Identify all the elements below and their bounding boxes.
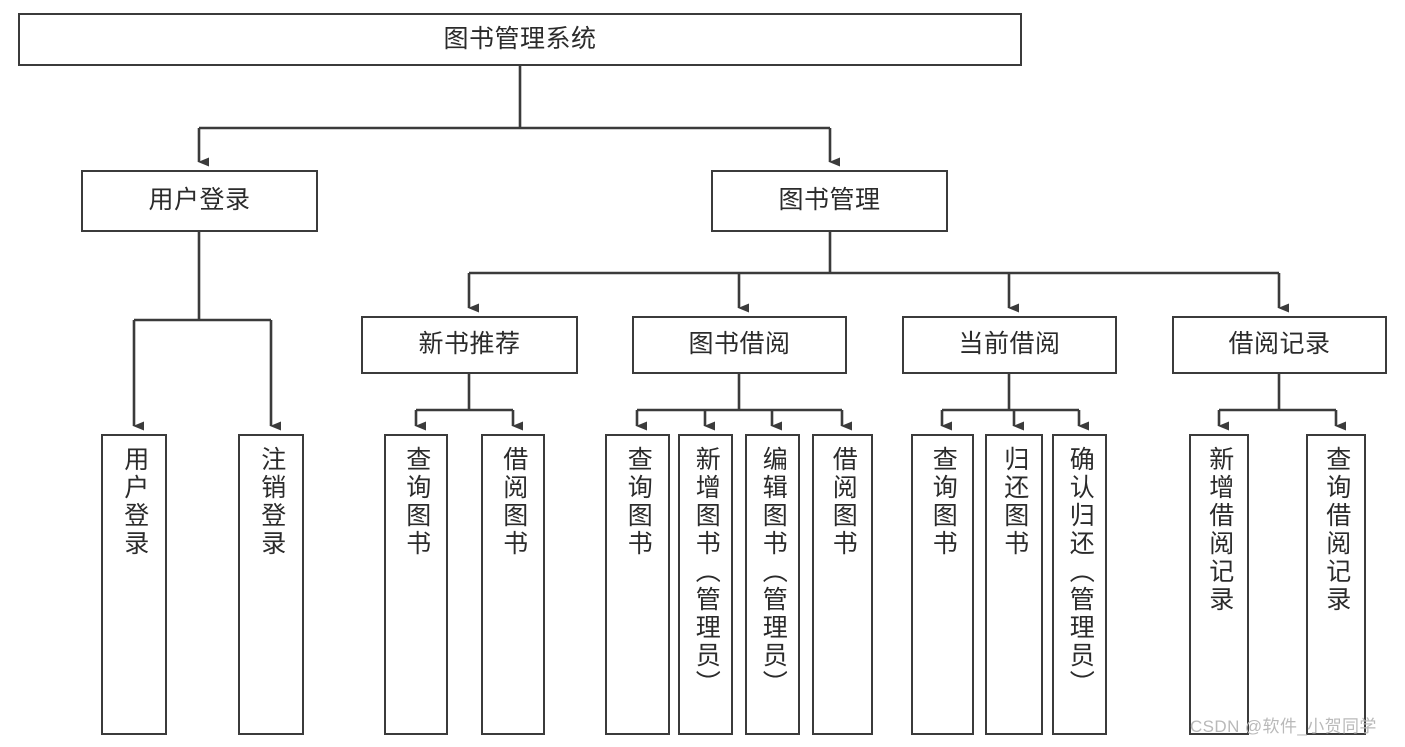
leaf-node[interactable]: 注销登录 bbox=[238, 434, 304, 735]
leaf-node[interactable]: 归还图书 bbox=[985, 434, 1043, 735]
node-user-login[interactable]: 用户登录 bbox=[81, 170, 318, 232]
node-book-borrow[interactable]: 图书借阅 bbox=[632, 316, 847, 374]
leaf-node-label: 归还图书 bbox=[1000, 446, 1029, 558]
leaf-node-label: 查询图书 bbox=[402, 446, 431, 558]
leaf-node-label: 注销登录 bbox=[257, 446, 286, 558]
node-new-book-recommend-label: 新书推荐 bbox=[418, 330, 521, 359]
node-root[interactable]: 图书管理系统 bbox=[18, 13, 1022, 66]
leaf-node-label: 编辑图书（管理员） bbox=[759, 446, 788, 698]
node-book-management[interactable]: 图书管理 bbox=[711, 170, 948, 232]
node-borrow-record-label: 借阅记录 bbox=[1228, 330, 1331, 359]
leaf-node-label: 查询图书 bbox=[929, 446, 958, 558]
watermark: CSDN @软件_小贺同学 bbox=[1190, 717, 1377, 736]
node-current-borrow-label: 当前借阅 bbox=[958, 330, 1061, 359]
leaf-node[interactable]: 借阅图书 bbox=[481, 434, 545, 735]
node-book-borrow-label: 图书借阅 bbox=[688, 330, 791, 359]
leaf-node-label: 新增图书（管理员） bbox=[692, 446, 721, 698]
leaf-node-label: 查询图书 bbox=[624, 446, 653, 558]
node-current-borrow[interactable]: 当前借阅 bbox=[902, 316, 1117, 374]
leaf-node[interactable]: 确认归还（管理员） bbox=[1052, 434, 1107, 735]
leaf-node-label: 查询借阅记录 bbox=[1322, 446, 1351, 614]
leaf-node-label: 用户登录 bbox=[120, 446, 149, 558]
leaf-node[interactable]: 新增图书（管理员） bbox=[678, 434, 733, 735]
node-book-management-label: 图书管理 bbox=[778, 186, 881, 215]
leaf-node[interactable]: 查询借阅记录 bbox=[1306, 434, 1366, 735]
leaf-node[interactable]: 查询图书 bbox=[384, 434, 448, 735]
node-borrow-record[interactable]: 借阅记录 bbox=[1172, 316, 1387, 374]
leaf-node[interactable]: 查询图书 bbox=[605, 434, 670, 735]
leaf-node[interactable]: 用户登录 bbox=[101, 434, 167, 735]
node-user-login-label: 用户登录 bbox=[148, 186, 251, 215]
node-root-label: 图书管理系统 bbox=[443, 24, 597, 53]
leaf-node[interactable]: 查询图书 bbox=[911, 434, 974, 735]
leaf-node[interactable]: 借阅图书 bbox=[812, 434, 873, 735]
leaf-node-label: 新增借阅记录 bbox=[1205, 446, 1234, 614]
leaf-node-label: 借阅图书 bbox=[499, 446, 528, 558]
leaf-node[interactable]: 编辑图书（管理员） bbox=[745, 434, 800, 735]
leaf-node[interactable]: 新增借阅记录 bbox=[1189, 434, 1249, 735]
leaf-node-label: 确认归还（管理员） bbox=[1066, 446, 1095, 698]
node-new-book-recommend[interactable]: 新书推荐 bbox=[361, 316, 578, 374]
leaf-node-label: 借阅图书 bbox=[829, 446, 858, 558]
